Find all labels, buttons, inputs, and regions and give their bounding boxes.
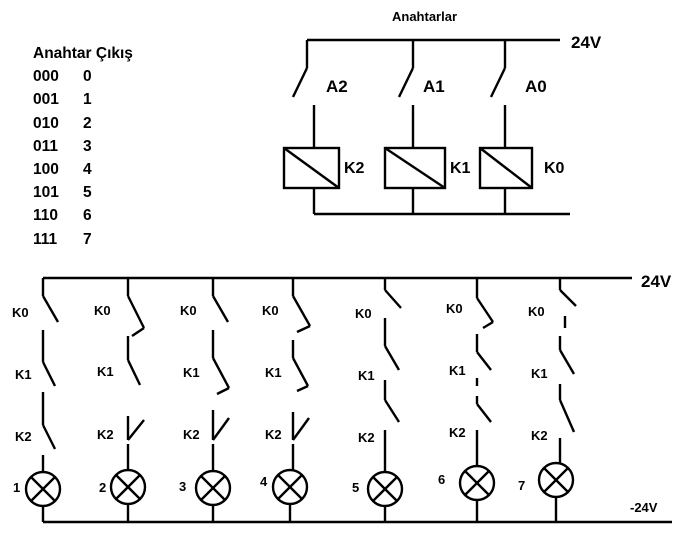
- switch-a1: [397, 67, 415, 98]
- branch-lamp-2: [109, 278, 147, 522]
- bottom-circuit: 24V -24V K0 K1 K2 1: [12, 272, 672, 524]
- lamp-6-contact-k0-label: K0: [446, 301, 463, 316]
- coil-label-k2: K2: [344, 160, 365, 177]
- lamp-5-contact-k2-label: K2: [358, 430, 375, 445]
- truth-table-input: 000: [33, 68, 59, 86]
- lamp-4-label: 4: [260, 474, 268, 489]
- lamp-2-contact-k0-label: K0: [94, 303, 111, 318]
- truth-table-output: 3: [83, 137, 92, 155]
- switch-a0: [489, 67, 507, 98]
- top-supply-label: 24V: [571, 33, 602, 52]
- top-circuit: 24V A2 K2 A1 K1: [282, 33, 602, 216]
- truth-table-row: 110 6: [33, 204, 133, 227]
- truth-table-input: 100: [33, 161, 59, 179]
- lamp-4-contact-k0-label: K0: [262, 303, 279, 318]
- bottom-supply-label: 24V: [641, 272, 672, 291]
- truth-table-input: 011: [33, 137, 59, 155]
- truth-table-row: 001 1: [33, 88, 133, 111]
- truth-table-row: 011 3: [33, 135, 133, 158]
- lamp-2-contact-k1-label: K1: [97, 364, 114, 379]
- truth-table-input: 001: [33, 91, 59, 109]
- truth-table-input: 111: [33, 230, 58, 248]
- truth-table-output: 5: [83, 184, 92, 202]
- switch-a2: [291, 67, 309, 98]
- lamp-4-contact-k1-label: K1: [265, 365, 282, 380]
- truth-table-row: 101 5: [33, 181, 133, 204]
- truth-table-input: 110: [33, 207, 59, 225]
- truth-table-row: 111 7: [33, 228, 133, 251]
- truth-table-output: 7: [83, 230, 92, 248]
- branch-lamp-6: [458, 278, 496, 522]
- branch-lamp-3: [194, 278, 232, 522]
- truth-table-input: 101: [33, 184, 59, 202]
- coil-label-k0: K0: [544, 160, 565, 177]
- lamp-4-contact-k2-label: K2: [265, 427, 282, 442]
- truth-table-output: 2: [83, 114, 92, 132]
- bottom-return-label: -24V: [630, 500, 658, 515]
- branch-lamp-4: [271, 278, 312, 522]
- switch-label-a1: A1: [423, 77, 445, 96]
- lamp-1-contact-k1-label: K1: [15, 367, 32, 382]
- lamp-3-label: 3: [179, 479, 186, 494]
- truth-table-output: 6: [83, 207, 92, 225]
- truth-table-row: 010 2: [33, 112, 133, 135]
- lamp-7-contact-k2-label: K2: [531, 428, 548, 443]
- coil-k1: [383, 146, 447, 190]
- lamp-1-contact-k2-label: K2: [15, 429, 32, 444]
- lamp-1-contact-k0-label: K0: [12, 305, 29, 320]
- lamp-7-contact-k0-label: K0: [528, 304, 545, 319]
- truth-table-output: 0: [83, 68, 92, 86]
- switch-label-a2: A2: [326, 77, 348, 96]
- lamp-1-label: 1: [13, 480, 20, 495]
- lamp-3-contact-k0-label: K0: [180, 303, 197, 318]
- lamp-2-contact-k2-label: K2: [97, 427, 114, 442]
- coil-k2: [282, 146, 341, 190]
- branch-lamp-5: [366, 278, 404, 522]
- switch-label-a0: A0: [525, 77, 547, 96]
- lamp-5-contact-k0-label: K0: [355, 306, 372, 321]
- branch-k0: [478, 40, 534, 214]
- truth-table-header: Anahtar Çıkış: [33, 45, 133, 62]
- lamp-6-contact-k1-label: K1: [449, 363, 466, 378]
- lamp-7-contact-k1-label: K1: [531, 366, 548, 381]
- lamp-7-label: 7: [518, 478, 525, 493]
- lamp-6-label: 6: [438, 472, 445, 487]
- truth-table-output: 4: [83, 161, 92, 179]
- truth-table-input: 010: [33, 114, 59, 132]
- lamp-5-label: 5: [352, 480, 359, 495]
- lamp-5-contact-k1-label: K1: [358, 368, 375, 383]
- lamp-6-contact-k2-label: K2: [449, 425, 466, 440]
- truth-table-row: 100 4: [33, 158, 133, 181]
- truth-table-output: 1: [83, 91, 92, 109]
- lamp-3-contact-k2-label: K2: [183, 427, 200, 442]
- diagram-title: Anahtarlar: [392, 9, 457, 24]
- branch-k1: [383, 40, 447, 214]
- lamp-2-label: 2: [99, 480, 106, 495]
- coil-label-k1: K1: [450, 160, 471, 177]
- branch-lamp-7: [537, 278, 577, 522]
- lamp-3-contact-k1-label: K1: [183, 365, 200, 380]
- branch-lamp-1: [24, 278, 62, 522]
- branch-k2: [282, 40, 341, 214]
